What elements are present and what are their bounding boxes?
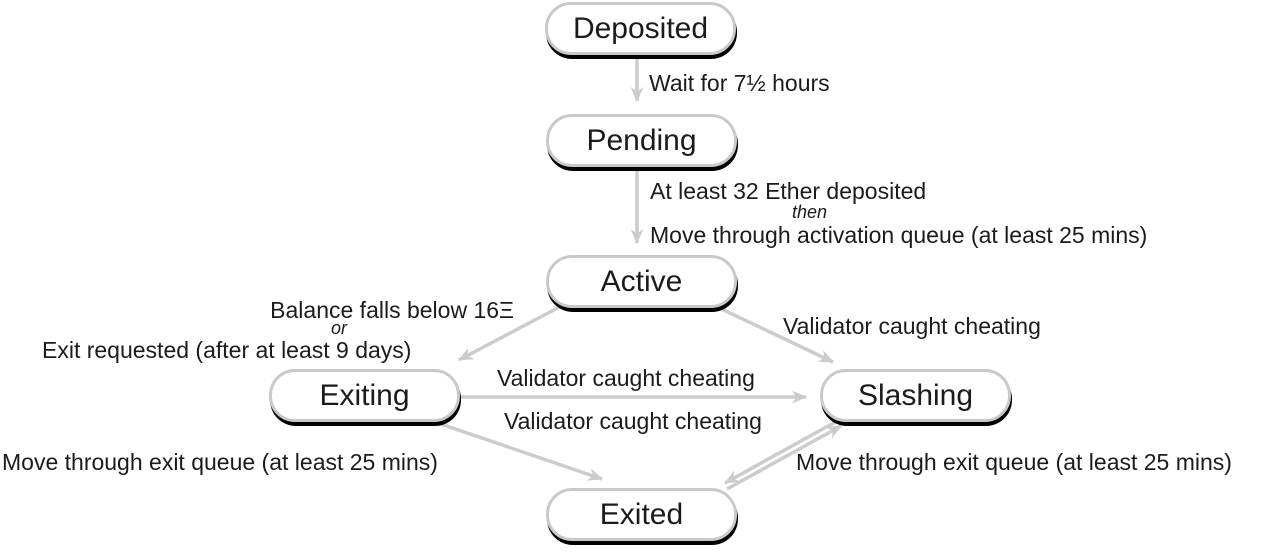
- arrow-exited-to-slashing: [726, 424, 842, 491]
- arrow-active-to-exiting: [458, 301, 568, 362]
- node-slashing: Slashing: [820, 369, 1011, 422]
- node-pending: Pending: [546, 114, 737, 167]
- arrow-active-to-slashing: [708, 301, 834, 364]
- edge-label-active-exiting-balance: Balance falls below 16Ξ: [270, 297, 514, 323]
- node-exited: Exited: [546, 488, 737, 541]
- edge-label-active-exiting-request: Exit requested (after at least 9 days): [42, 337, 412, 363]
- edge-label-exited-slashing: Validator caught cheating: [504, 408, 762, 434]
- node-exiting: Exiting: [269, 369, 460, 422]
- edge-label-pending-active-condition: At least 32 Ether deposited: [650, 178, 927, 204]
- node-deposited: Deposited: [545, 2, 736, 55]
- node-active: Active: [546, 255, 737, 308]
- edge-label-then-connector: then: [792, 202, 828, 222]
- edge-label-or-connector: or: [331, 318, 348, 338]
- edge-label-deposited-pending: Wait for 7½ hours: [649, 70, 830, 96]
- edge-label-active-slashing: Validator caught cheating: [783, 313, 1041, 339]
- edge-label-exiting-exited: Move through exit queue (at least 25 min…: [2, 449, 438, 475]
- edge-label-pending-active-action: Move through activation queue (at least …: [650, 222, 1148, 248]
- edge-label-exiting-slashing: Validator caught cheating: [497, 365, 755, 391]
- edge-label-slashing-exited: Move through exit queue (at least 25 min…: [796, 449, 1232, 475]
- arrow-slashing-to-exited: [724, 418, 840, 485]
- arrow-exiting-to-exited: [431, 419, 603, 481]
